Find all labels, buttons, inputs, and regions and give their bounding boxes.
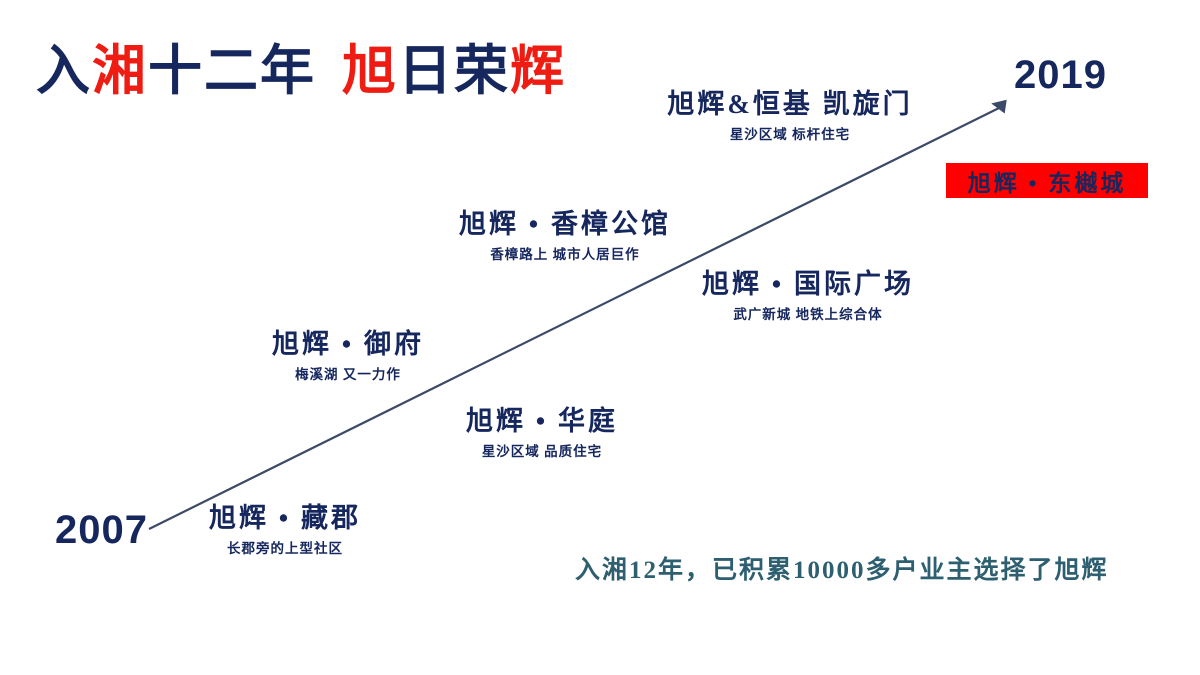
- highlight-label: 旭辉 • 东樾城: [967, 170, 1127, 196]
- headline-char-4: 二: [204, 41, 260, 101]
- milestone-subtitle: 香樟路上 城市人居巨作: [490, 247, 640, 263]
- highlight-badge-dongyuecheng: 旭辉 • 东樾城: [946, 163, 1148, 198]
- milestone-title: 旭辉 • 御府: [272, 329, 424, 359]
- headline-char-8: 荣: [454, 41, 510, 101]
- milestone-title: 旭辉 • 国际广场: [702, 269, 914, 299]
- milestone-subtitle: 梅溪湖 又一力作: [295, 367, 401, 383]
- milestone-guoji-guangchang: 旭辉 • 国际广场 武广新城 地铁上综合体: [683, 268, 933, 324]
- timeline-end-year: 2019: [1014, 53, 1107, 97]
- milestone-title: 旭辉 • 藏郡: [209, 503, 361, 533]
- milestone-subtitle: 长郡旁的上型社区: [227, 541, 343, 557]
- milestone-title: 旭辉 • 华庭: [466, 406, 618, 436]
- milestone-title: 旭辉&恒基 凯旋门: [667, 89, 913, 119]
- headline-char-9: 辉: [510, 41, 566, 101]
- timeline-start-year: 2007: [55, 508, 148, 552]
- milestone-cangjun: 旭辉 • 藏郡 长郡旁的上型社区: [190, 502, 380, 558]
- headline-char-6: 旭: [342, 41, 398, 101]
- milestone-subtitle: 星沙区域 标杆住宅: [729, 127, 851, 143]
- headline-char-1: 入: [36, 41, 92, 101]
- headline-char-3: 十: [148, 41, 204, 101]
- milestone-yufu: 旭辉 • 御府 梅溪湖 又一力作: [248, 328, 448, 384]
- slide-headline: 入湘十二年旭日荣辉: [36, 41, 566, 101]
- headline-char-7: 日: [398, 41, 454, 101]
- headline-char-2: 湘: [92, 41, 148, 101]
- milestone-subtitle: 武广新城 地铁上综合体: [733, 307, 883, 323]
- milestone-subtitle: 星沙区域 品质住宅: [481, 444, 603, 460]
- milestone-kaixuanmen: 旭辉&恒基 凯旋门 星沙区域 标杆住宅: [660, 88, 920, 144]
- milestone-title: 旭辉 • 香樟公馆: [459, 209, 671, 239]
- footer-caption: 入湘12年，已积累10000多户业主选择了旭辉: [575, 557, 1109, 584]
- milestone-huating: 旭辉 • 华庭 星沙区域 品质住宅: [442, 405, 642, 461]
- milestone-xiangzhang-gongguan: 旭辉 • 香樟公馆 香樟路上 城市人居巨作: [440, 208, 690, 264]
- headline-char-5: 年: [260, 41, 316, 101]
